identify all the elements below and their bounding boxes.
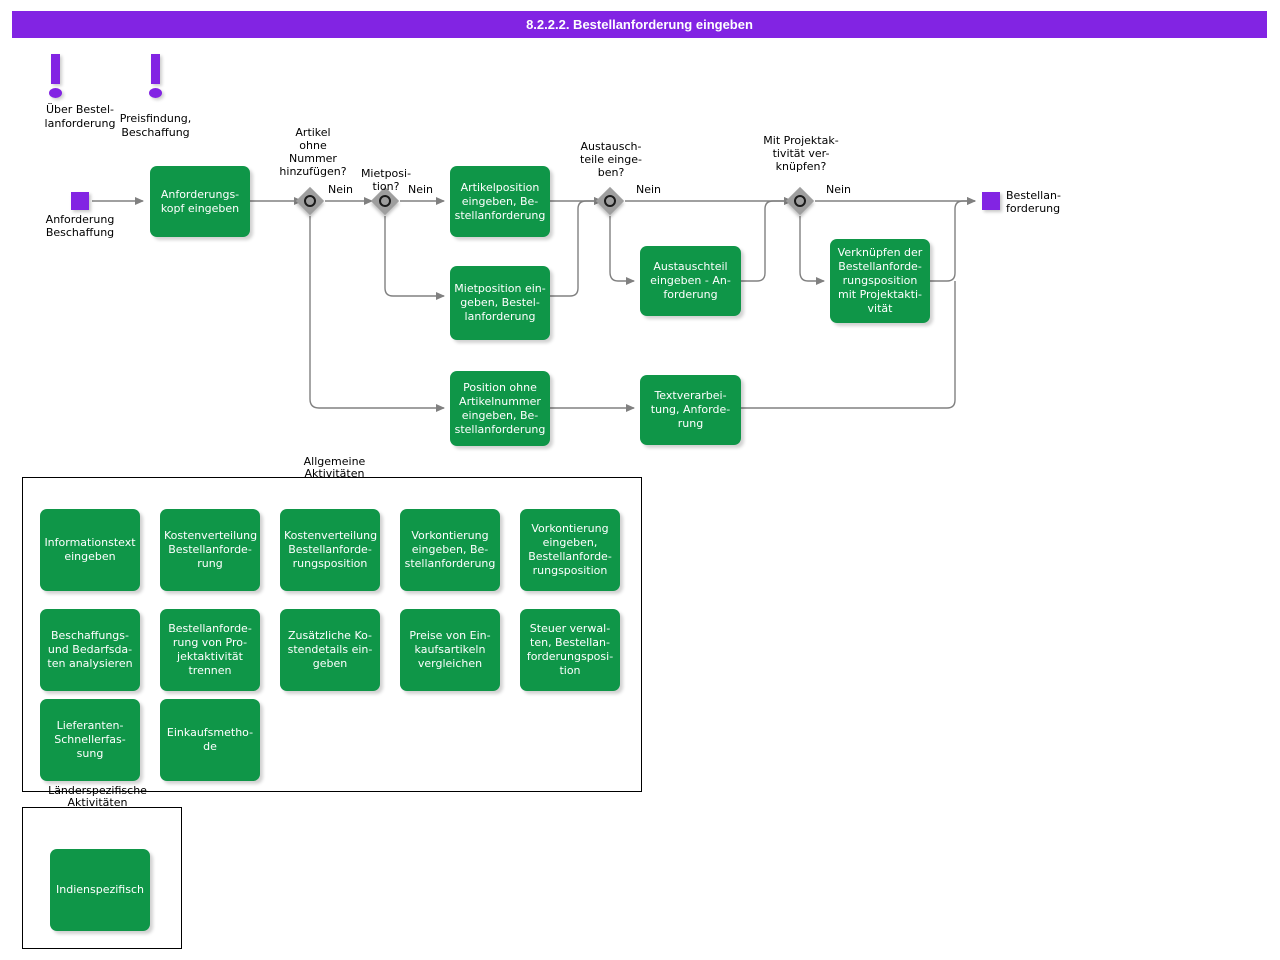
gateway-xor-ring-icon [604,195,616,207]
task-label: Indienspezifisch [56,883,144,896]
task-steuer-verwalten[interactable]: Steuer verwal- ten, Bestellan- forderung… [520,609,620,691]
gateway-artikel-ohne-nummer[interactable] [295,186,325,216]
gateway-xor-ring-icon [379,195,391,207]
task-kostenverteilung-banf-position[interactable]: Kostenverteilung Bestellanforde- rungspo… [280,509,380,591]
exclamation-dot [49,88,62,98]
task-einkaufsmethode[interactable]: Einkaufsmetho- de [160,699,260,781]
task-label: Vorkontierung eingeben, Be- stellanforde… [404,529,496,570]
task-position-ohne-artikelnummer[interactable]: Position ohne Artikelnummer eingeben, Be… [450,371,550,446]
task-label: Preise von Ein- kaufsartikeln vergleiche… [409,629,491,670]
task-label: Mietposition ein- geben, Bestel- lanford… [454,282,546,323]
task-textverarbeitung[interactable]: Textverarbei- tung, Anforde- rung [640,375,741,445]
exclamation-bar [151,54,160,84]
gateway-projektaktivitaet[interactable] [785,186,815,216]
task-kostenverteilung-banf[interactable]: Kostenverteilung Bestellanforde- rung [160,509,260,591]
task-lieferanten-schnellerfassung[interactable]: Lieferanten- Schnellerfas- sung [40,699,140,781]
gateway-mietposition[interactable] [370,186,400,216]
task-label: Bestellanforde- rung von Pro- jektaktivi… [168,622,252,677]
exclamation-icon [48,54,64,102]
task-label: Vorkontierung eingeben, Bestellanforde- … [528,522,612,577]
task-anforderungskopf[interactable]: Anforderungs- kopf eingeben [150,166,250,237]
task-informationstext[interactable]: Informationstext eingeben [40,509,140,591]
task-label: Steuer verwal- ten, Bestellan- forderung… [526,622,614,677]
task-artikelposition[interactable]: Artikelposition eingeben, Be- stellanfor… [450,166,550,237]
task-label: Zusätzliche Ko- stendetails ein- geben [287,629,373,670]
task-indienspezifisch[interactable]: Indienspezifisch [50,849,150,931]
gateway-label-projektaktivitaet: Mit Projektak- tivität ver- knüpfen? [763,134,839,173]
info-label-preisfindung-beschaffung: Preisfindung, Beschaffung [119,112,192,139]
task-preise-vergleichen[interactable]: Preise von Ein- kaufsartikeln vergleiche… [400,609,500,691]
task-label: Austauschteil eingeben - An- forderung [650,260,731,301]
task-label: Informationstext eingeben [44,536,136,563]
exclamation-bar [51,54,60,84]
flow-label-mietposition-nein: Nein [408,183,434,196]
task-banf-projektaktivitaet-trennen[interactable]: Bestellanforde- rung von Pro- jektaktivi… [160,609,260,691]
gateway-austauschteile[interactable] [595,186,625,216]
exclamation-dot [149,88,162,98]
task-vorkontierung-banf[interactable]: Vorkontierung eingeben, Be- stellanforde… [400,509,500,591]
task-label: Beschaffungs- und Bedarfsda- ten analysi… [47,629,133,670]
task-beschaffungsdaten-analysieren[interactable]: Beschaffungs- und Bedarfsda- ten analysi… [40,609,140,691]
task-austauschteil[interactable]: Austauschteil eingeben - An- forderung [640,246,741,316]
task-label: Textverarbei- tung, Anforde- rung [650,389,731,430]
page-title: 8.2.2.2. Bestellanforderung eingeben [526,17,753,32]
gateway-label-artikel-ohne-nummer: Artikel ohne Nummer hinzufügen? [279,126,347,178]
task-label: Verknüpfen der Bestellanforde- rungsposi… [837,246,923,315]
gateway-label-austauschteile: Austausch- teile einge- ben? [580,140,642,179]
group-laenderspezifische-aktivitaeten [22,807,182,949]
task-label: Kostenverteilung Bestellanforde- rungspo… [284,529,378,570]
task-verknuepfen-projektaktivitaet[interactable]: Verknüpfen der Bestellanforde- rungsposi… [830,239,930,323]
task-vorkontierung-banf-position[interactable]: Vorkontierung eingeben, Bestellanforde- … [520,509,620,591]
page-title-bar: 8.2.2.2. Bestellanforderung eingeben [12,11,1267,38]
task-zusaetzliche-kostendetails[interactable]: Zusätzliche Ko- stendetails ein- geben [280,609,380,691]
gateway-xor-ring-icon [304,195,316,207]
start-event-icon[interactable] [71,192,89,210]
task-label: Lieferanten- Schnellerfas- sung [54,719,126,760]
end-event-label: Bestellan- forderung [1006,189,1061,215]
flow-label-projektaktivitaet-nein: Nein [826,183,852,196]
gateway-label-mietposition: Mietposi- tion? [360,167,412,193]
group-allgemeine-aktivitaeten [22,477,642,792]
task-mietposition[interactable]: Mietposition ein- geben, Bestel- lanford… [450,266,550,340]
task-label: Anforderungs- kopf eingeben [160,187,240,215]
task-label: Einkaufsmetho- de [166,726,254,753]
exclamation-icon [148,54,164,102]
task-label: Artikelposition eingeben, Be- stellanfor… [454,180,546,222]
task-label: Kostenverteilung Bestellanforde- rung [164,529,258,570]
group-title-laenderspezifische-aktivitaeten: Länderspezifische Aktivitäten [48,784,147,809]
flow-label-austauschteile-nein: Nein [636,183,662,196]
group-title-allgemeine-aktivitaeten: Allgemeine Aktivitäten [303,455,366,480]
task-label: Position ohne Artikelnummer eingeben, Be… [454,380,546,436]
info-label-uber-bestellanforderung: Über Bestel- lanforderung [44,103,116,130]
gateway-xor-ring-icon [794,195,806,207]
end-event-icon[interactable] [982,192,1000,210]
start-event-label: Anforderung Beschaffung [45,213,115,239]
flow-label-artikel-nein: Nein [328,183,354,196]
